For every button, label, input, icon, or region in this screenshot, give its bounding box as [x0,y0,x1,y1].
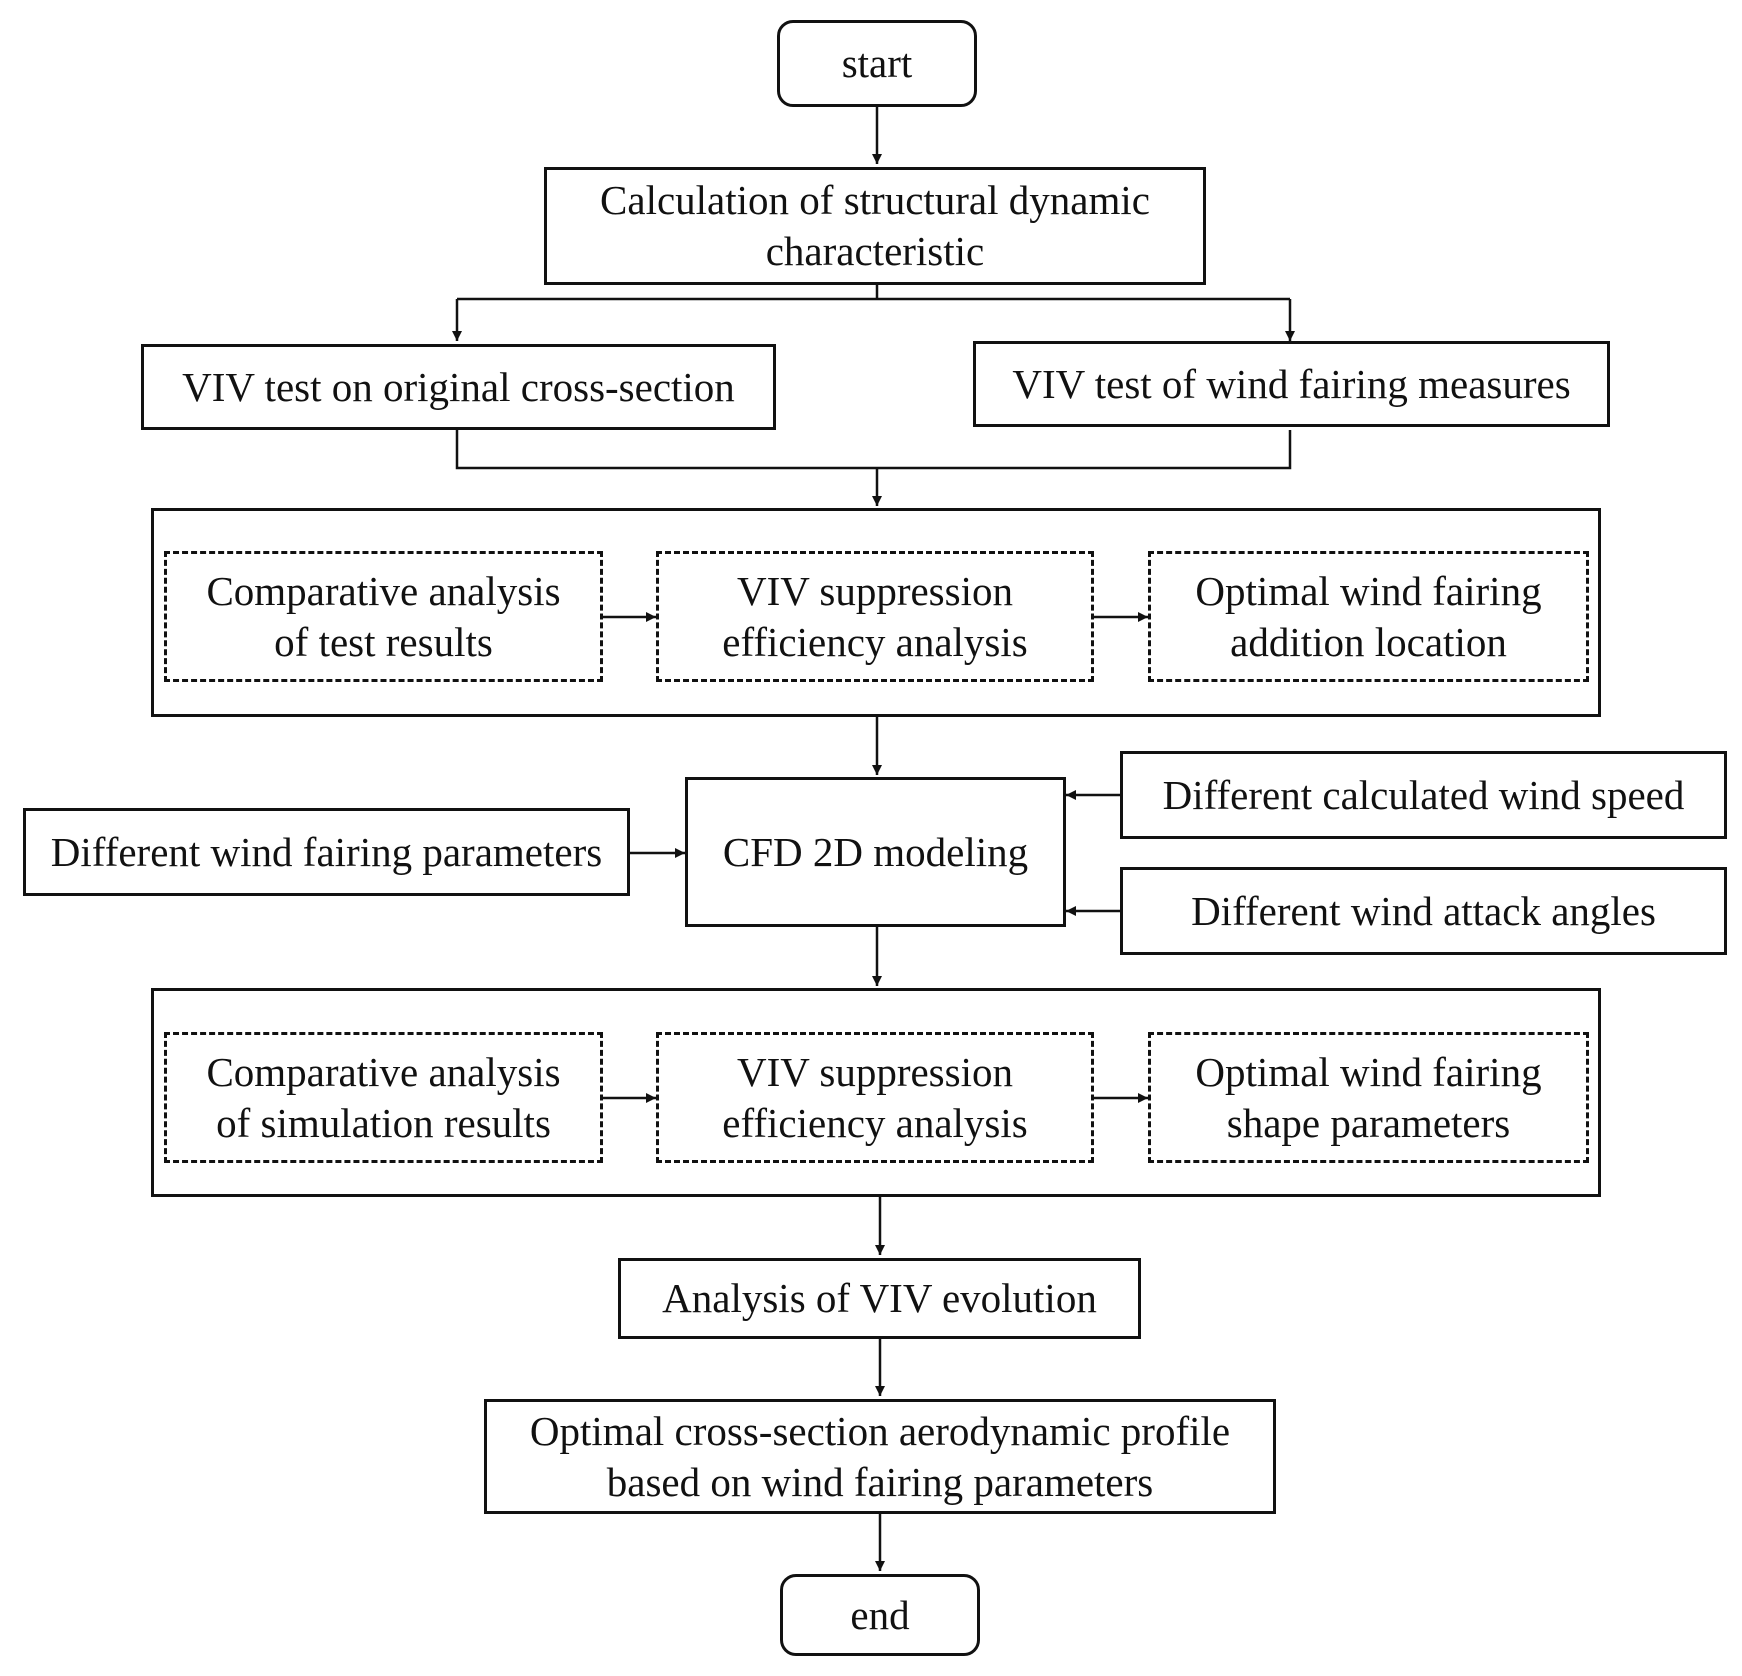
node-text-line: Different calculated wind speed [1162,771,1685,818]
node-text-line: Optimal wind fairing [1195,1048,1542,1095]
viv-test-fairing-node: VIV test of wind fairing measures [973,341,1610,427]
line-calculation-branch [457,285,1290,301]
node-text-line: VIV test on original cross-section [182,363,735,410]
node-text-line: VIV test of wind fairing measures [1012,360,1571,407]
node-text-line: Different wind fairing parameters [50,828,603,875]
node-text-line: Optimal wind fairing [1195,567,1542,614]
node-text-line: addition location [1230,618,1507,665]
node-text-line: Comparative analysis [206,1048,561,1095]
node-text-line: VIV suppression [737,567,1013,614]
node-text-line: Calculation of structural dynamic [600,177,1150,223]
node-text-line: end [850,1591,910,1638]
different-parameters-node: Different wind fairing parameters [23,808,630,896]
node-text-line: Analysis of VIV evolution [662,1275,1097,1321]
line-merge-tests [455,430,1292,470]
node-text-line: based on wind fairing parameters [606,1458,1154,1505]
node-text-line: of simulation results [216,1099,551,1146]
node-text-line: characteristic [765,228,985,274]
different-attack-angles-node: Different wind attack angles [1120,867,1727,955]
node-text-line: start [841,40,913,86]
node-text-line: Comparative analysis [206,567,561,614]
simulation-analysis-group [151,988,1601,1197]
viv-test-original-node: VIV test on original cross-section [141,344,776,430]
viv-evolution-node: Analysis of VIV evolution [618,1258,1141,1339]
optimal-profile-node: Optimal cross-section aerodynamic profil… [484,1399,1276,1514]
cfd-modeling-node: CFD 2D modeling [685,777,1066,927]
test-analysis-group [151,508,1601,717]
end-node: end [780,1574,980,1656]
calculation-node: Calculation of structural dynamic charact… [544,167,1206,285]
different-wind-speed-node: Different calculated wind speed [1120,751,1727,839]
node-text-line: VIV suppression [737,1048,1013,1095]
start-node: start [777,20,977,107]
node-text-line: Different wind attack angles [1191,887,1656,934]
node-text-line: shape parameters [1226,1099,1511,1146]
node-text-line: of test results [274,618,493,665]
node-text-line: CFD 2D modeling [722,828,1029,875]
node-text-line: Optimal cross-section aerodynamic profil… [529,1407,1231,1454]
node-text-line: efficiency analysis [722,618,1028,665]
node-text-line: efficiency analysis [722,1099,1028,1146]
